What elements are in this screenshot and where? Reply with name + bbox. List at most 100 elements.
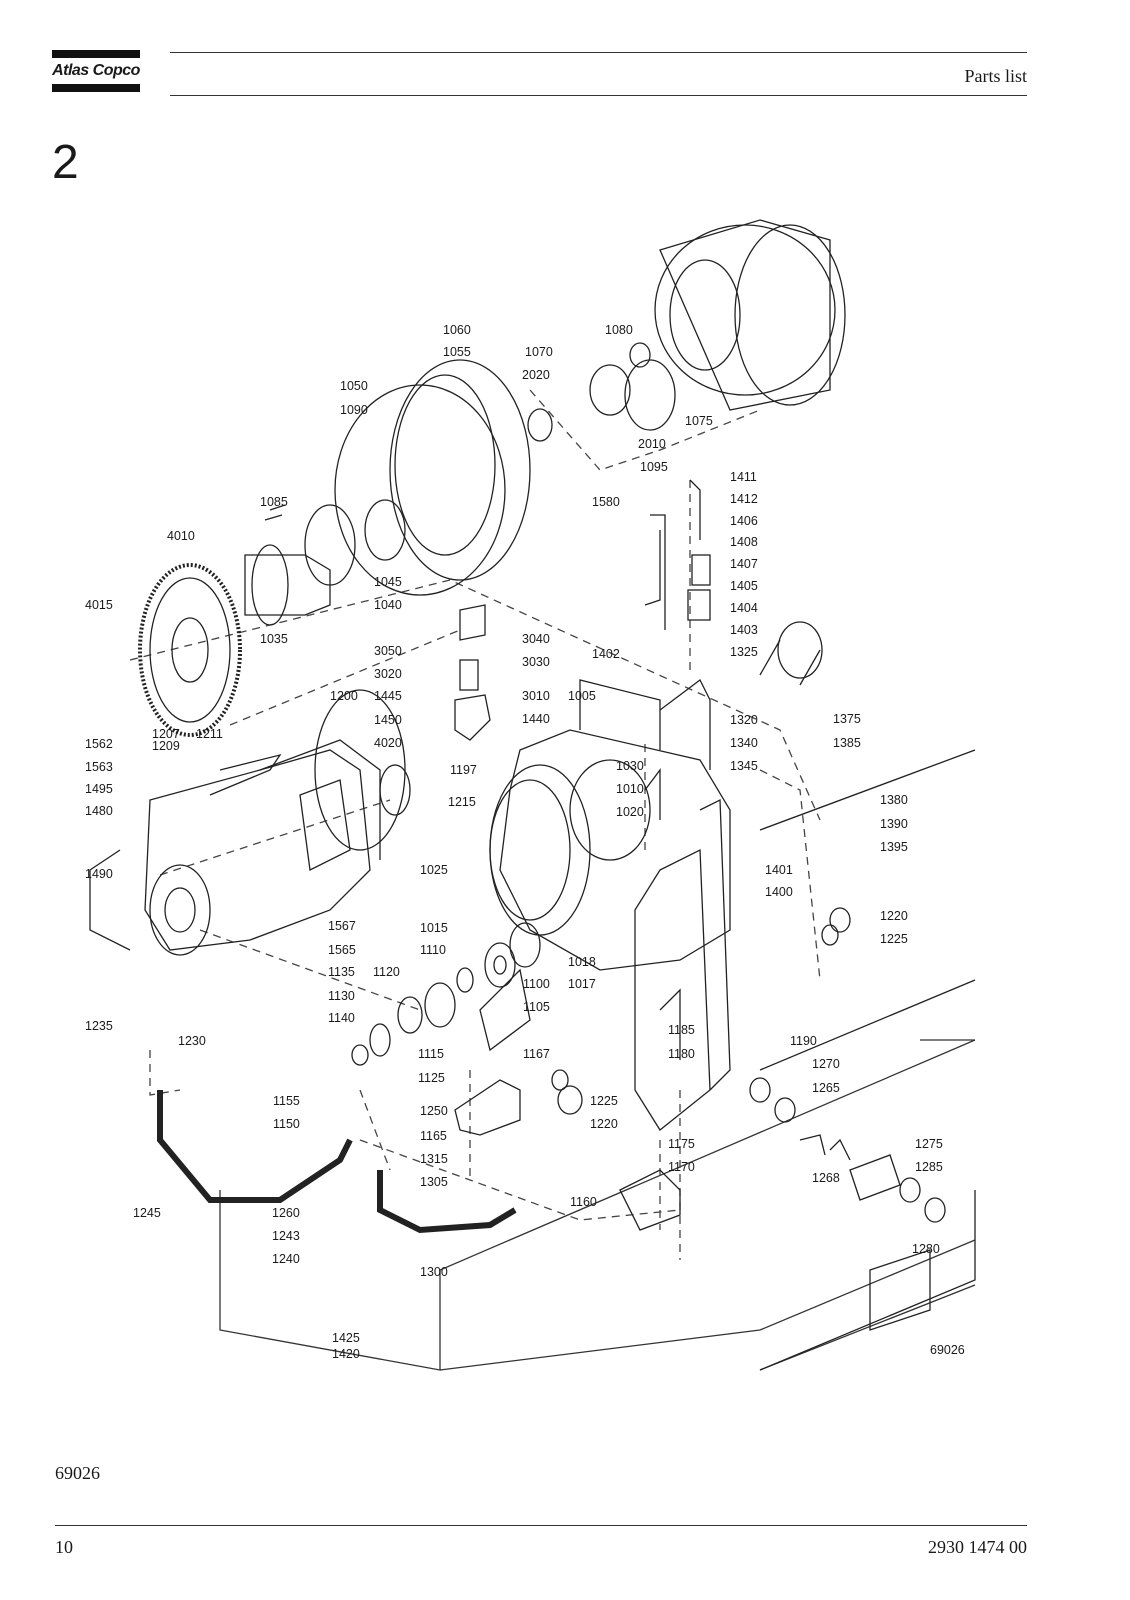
part-callout: 1380 xyxy=(880,793,908,807)
part-callout: 1390 xyxy=(880,817,908,831)
part-callout: 1180 xyxy=(668,1047,695,1061)
part-callout: 1135 xyxy=(328,965,355,979)
part-callout: 3020 xyxy=(374,667,402,681)
part-callout: 1120 xyxy=(373,965,400,979)
part-callout: 1265 xyxy=(812,1081,840,1095)
part-callout: 1055 xyxy=(443,345,471,359)
part-callout: 1305 xyxy=(420,1175,448,1189)
part-callout: 1401 xyxy=(765,863,793,877)
part-callout: 1170 xyxy=(668,1160,695,1174)
part-callout: 1225 xyxy=(880,932,908,946)
part-callout: 1562 xyxy=(85,737,113,751)
part-callout: 1155 xyxy=(273,1094,300,1108)
part-callout: 3040 xyxy=(522,632,550,646)
part-callout: 1375 xyxy=(833,712,861,726)
part-callout: 1245 xyxy=(133,1206,161,1220)
part-callout: 1200 xyxy=(330,689,358,703)
part-callout: 4010 xyxy=(167,529,195,543)
part-callout: 1268 xyxy=(812,1171,840,1185)
part-callout: 1220 xyxy=(590,1117,618,1131)
part-callout: 2020 xyxy=(522,368,550,382)
part-callout: 1408 xyxy=(730,535,758,549)
part-callout: 1015 xyxy=(420,921,448,935)
part-callout: 1005 xyxy=(568,689,596,703)
footer-rule xyxy=(55,1525,1027,1526)
part-callout: 1060 xyxy=(443,323,471,337)
part-callout: 69026 xyxy=(930,1343,965,1357)
part-callout: 1580 xyxy=(592,495,620,509)
part-callout: 1345 xyxy=(730,759,758,773)
part-callout: 1300 xyxy=(420,1265,448,1279)
part-callout: 1115 xyxy=(418,1047,444,1061)
part-callout: 1235 xyxy=(85,1019,113,1033)
part-callout: 1243 xyxy=(272,1229,300,1243)
part-callout: 1395 xyxy=(880,840,908,854)
part-callout: 1050 xyxy=(340,379,368,393)
part-callout: 1490 xyxy=(85,867,113,881)
part-callout: 1045 xyxy=(374,575,402,589)
part-callout: 1411 xyxy=(730,470,757,484)
section-number: 2 xyxy=(52,136,79,189)
part-callout: 1095 xyxy=(640,460,668,474)
part-callout: 1280 xyxy=(912,1242,940,1256)
part-callout: 1020 xyxy=(616,805,644,819)
part-callout: 1225 xyxy=(590,1094,618,1108)
part-callout: 1400 xyxy=(765,885,793,899)
part-callout: 1440 xyxy=(522,712,550,726)
part-callout: 1040 xyxy=(374,598,402,612)
part-callout: 1407 xyxy=(730,557,758,571)
part-callout: 1100 xyxy=(523,977,550,991)
part-callout: 1085 xyxy=(260,495,288,509)
part-callout: 1185 xyxy=(668,1023,695,1037)
part-callout: 1315 xyxy=(420,1152,448,1166)
part-callout: 1080 xyxy=(605,323,633,337)
part-callout: 1260 xyxy=(272,1206,300,1220)
part-callout: 3050 xyxy=(374,644,402,658)
part-callout: 1425 xyxy=(332,1331,360,1345)
logo-bar-bottom xyxy=(52,84,140,92)
part-callout: 1215 xyxy=(448,795,476,809)
part-callout: 1150 xyxy=(273,1117,300,1131)
part-callout: 1167 xyxy=(523,1047,550,1061)
part-callout: 1275 xyxy=(915,1137,943,1151)
part-callout: 1018 xyxy=(568,955,596,969)
part-callout: 1480 xyxy=(85,804,113,818)
part-callout: 3030 xyxy=(522,655,550,669)
part-callout: 1165 xyxy=(420,1129,447,1143)
page-number: 10 xyxy=(55,1537,73,1557)
part-callout: 1445 xyxy=(374,689,402,703)
part-callout: 1130 xyxy=(328,989,355,1003)
part-callout: 1567 xyxy=(328,919,356,933)
part-callout: 1385 xyxy=(833,736,861,750)
header-rule-bottom xyxy=(170,95,1027,96)
part-callout: 1017 xyxy=(568,977,596,991)
header-rule-top xyxy=(170,52,1027,53)
part-callout: 1495 xyxy=(85,782,113,796)
part-callout: 1320 xyxy=(730,713,758,727)
part-callout: 4015 xyxy=(85,598,113,612)
part-callout: 1197 xyxy=(450,763,477,777)
part-callout: 1270 xyxy=(812,1057,840,1071)
logo-wordmark: Atlas Copco xyxy=(52,62,140,79)
part-callout: 1209 xyxy=(152,739,180,753)
atlas-copco-logo: Atlas Copco xyxy=(52,50,140,94)
part-callout: 1340 xyxy=(730,736,758,750)
part-callout: 1420 xyxy=(332,1347,360,1361)
part-callout: 1110 xyxy=(420,943,446,957)
part-callout: 3010 xyxy=(522,689,550,703)
part-callout: 1211 xyxy=(196,727,223,741)
page-title: Parts list xyxy=(964,66,1027,86)
part-callout: 4020 xyxy=(374,736,402,750)
part-callout: 1250 xyxy=(420,1104,448,1118)
part-callout: 1070 xyxy=(525,345,553,359)
part-callout: 1404 xyxy=(730,601,758,615)
part-callout: 1075 xyxy=(685,414,713,428)
part-callout: 1125 xyxy=(418,1071,445,1085)
part-callout: 1563 xyxy=(85,760,113,774)
part-callout: 1403 xyxy=(730,623,758,637)
part-callout: 1160 xyxy=(570,1195,597,1209)
part-callout: 1090 xyxy=(340,403,368,417)
part-callout: 1230 xyxy=(178,1034,206,1048)
part-callout: 1220 xyxy=(880,909,908,923)
part-callout: 1025 xyxy=(420,863,448,877)
